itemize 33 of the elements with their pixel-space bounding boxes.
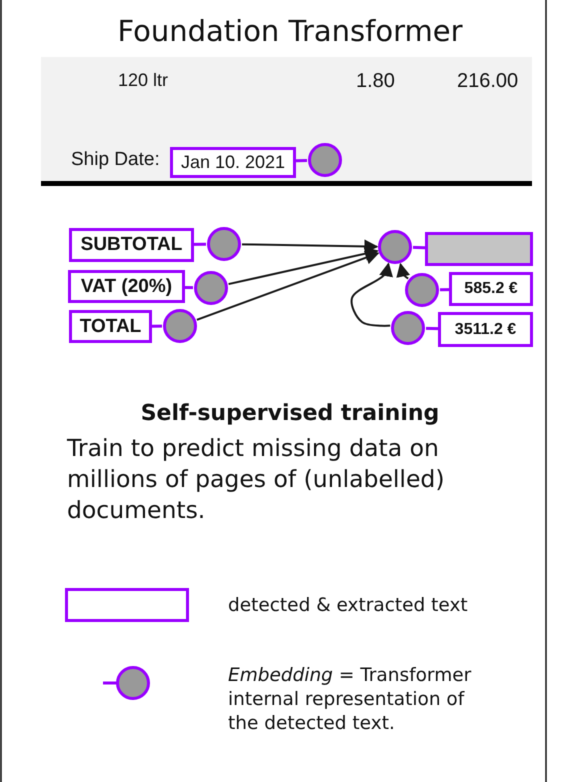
arrow — [396, 262, 410, 280]
embedding-circle — [391, 311, 425, 345]
connector-line — [152, 324, 162, 328]
connector-line — [194, 242, 206, 246]
description-text: Train to predict missing data on millions of pages of (unlabelled) documents. — [67, 433, 446, 526]
connector-line — [412, 246, 426, 250]
field-label: Ship Date: — [71, 149, 160, 171]
title: Foundation Transformer — [116, 14, 464, 48]
quantity-text: 120 ltr — [118, 70, 168, 91]
embedding-circle — [163, 309, 197, 343]
text-box: TOTAL — [69, 310, 152, 343]
embedding-circle — [194, 271, 228, 305]
text-box: 3511.2 € — [438, 312, 533, 347]
arrow — [350, 262, 393, 327]
connector-line — [184, 286, 194, 290]
connector-line — [426, 326, 438, 330]
amount-text: 216.00 — [457, 70, 518, 93]
masked-field-box — [425, 232, 533, 266]
embedding-circle — [405, 273, 439, 307]
text-box: 585.2 € — [449, 272, 533, 306]
connector-line — [440, 288, 450, 292]
price-text: 1.80 — [356, 70, 395, 93]
legend-text: Embedding = Transformer internal representation of the detected text. — [228, 664, 472, 736]
text-box: VAT (20%) — [68, 270, 185, 303]
embedding-circle — [207, 227, 241, 261]
legend-text: detected & extracted text — [228, 594, 469, 618]
arrow — [228, 246, 379, 286]
embedding-circle — [378, 230, 412, 264]
arrow — [196, 250, 380, 321]
text-box: SUBTOTAL — [69, 228, 194, 262]
section-heading: Self-supervised training — [140, 401, 440, 426]
text-box: Jan 10. 2021 — [170, 147, 296, 178]
connector-line — [296, 159, 308, 162]
